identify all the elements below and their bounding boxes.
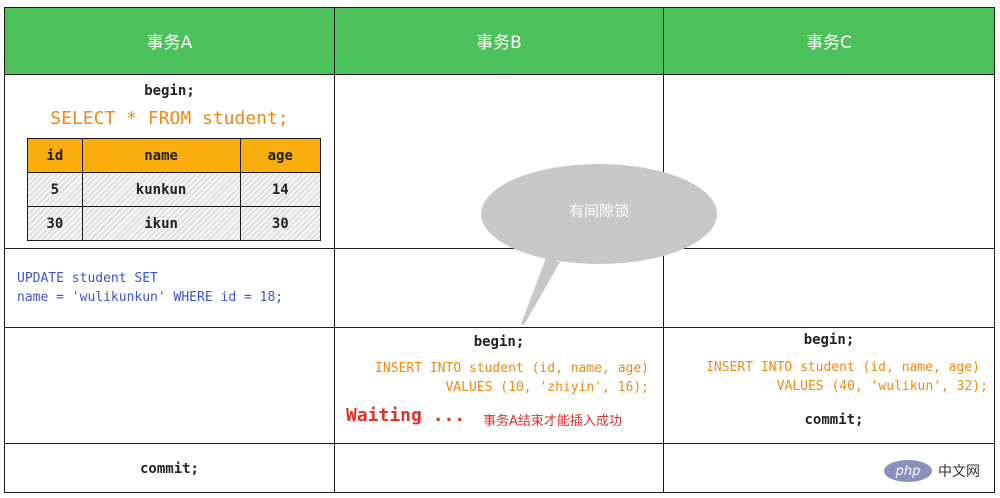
table-header-age: age (239, 138, 321, 173)
c-insert-line1: INSERT INTO student (id, name, age) (706, 360, 980, 375)
b-insert-line1: INSERT INTO student (id, name, age) (375, 361, 649, 376)
header-transaction-b: 事务B (335, 7, 663, 74)
table-cell: 14 (239, 172, 321, 207)
b-waiting-note: 事务A结束才能插入成功 (483, 414, 622, 429)
c-begin: begin; (803, 332, 855, 348)
header-c-label: 事务C (806, 33, 852, 53)
c-insert-line2: VALUES (40, 'wulikun', 32); (776, 379, 988, 394)
callout-label: 有间隙锁 (568, 202, 629, 220)
row-divider (4, 327, 995, 328)
row-divider (4, 74, 995, 75)
header-transaction-c: 事务C (664, 7, 994, 74)
table-row: 5 kunkun 14 (27, 172, 321, 207)
header-a-label: 事务A (146, 33, 193, 53)
a-update-line1: UPDATE student SET (17, 271, 158, 286)
header-transaction-a: 事务A (5, 7, 334, 74)
a-update-line2: name = 'wulikunkun' WHERE id = 18; (17, 290, 284, 305)
b-insert-line2: VALUES (10, 'zhiyin', 16); (445, 380, 650, 395)
a-commit: commit; (139, 461, 199, 477)
watermark-logo-text: php (895, 463, 921, 479)
table-header-row: id name age (27, 138, 321, 173)
table-cell: kunkun (81, 172, 241, 207)
watermark-text: 中文网 (938, 464, 980, 480)
grid-frame (4, 7, 995, 493)
table-header-name: name (81, 138, 241, 173)
b-begin: begin; (473, 334, 525, 350)
table-cell: ikun (81, 206, 241, 241)
a-begin: begin; (144, 83, 195, 99)
row-divider (4, 248, 995, 249)
column-divider (334, 7, 335, 493)
watermark: php 中文网 (884, 458, 990, 484)
php-logo-icon: php (884, 460, 932, 482)
table-cell: 30 (239, 206, 321, 241)
result-table: id name age 5 kunkun 14 30 ikun 30 (27, 138, 321, 241)
table-cell: 30 (27, 206, 83, 241)
row-divider (4, 443, 995, 444)
a-select-statement: SELECT * FROM student; (50, 108, 289, 129)
b-waiting-status: Waiting ... (346, 405, 466, 426)
table-header-id: id (27, 138, 83, 173)
table-cell: 5 (27, 172, 83, 207)
header-b-label: 事务B (476, 33, 522, 53)
table-row: 30 ikun 30 (27, 206, 321, 241)
c-commit: commit; (804, 412, 864, 428)
